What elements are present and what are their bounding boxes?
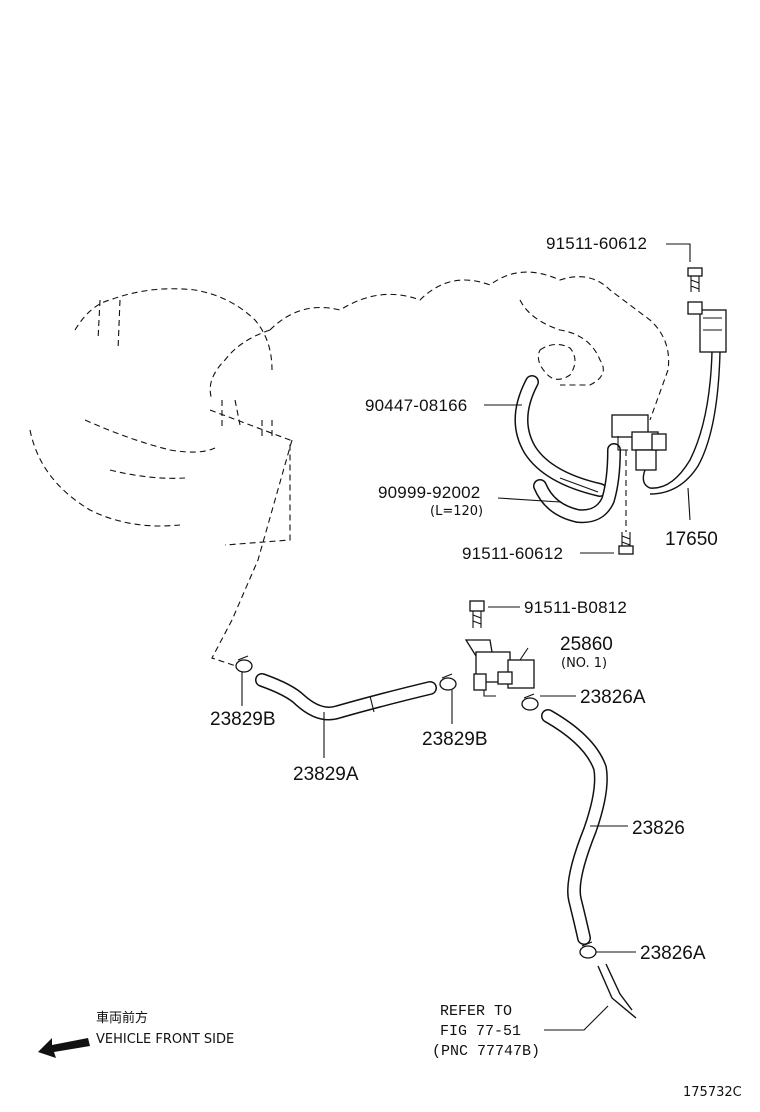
label-hose-a: 23829A [293, 764, 359, 785]
clamp-23826A-upper-icon [521, 693, 539, 711]
label-hose-main: 23826 [632, 818, 685, 839]
front-arrow-icon [38, 1038, 90, 1058]
leader-lines [241, 243, 691, 1031]
engine-outline [29, 271, 670, 669]
label-bolt-mid: 91511-60612 [462, 544, 563, 563]
label-hose-upper: 90447-08166 [365, 396, 467, 415]
label-hose-lower-length: (L=120) [430, 504, 483, 519]
hose-90447-08166 [514, 375, 607, 497]
pipe-lower [597, 963, 637, 1019]
label-bolt-top: 91511-60612 [546, 234, 647, 253]
label-harness: 17650 [665, 529, 718, 550]
figure-id: 175732C [683, 1085, 742, 1100]
hose-23826 [541, 709, 608, 945]
front-note-en: VEHICLE FRONT SIDE [96, 1032, 234, 1047]
refer-line2: FIG 77-51 [440, 1023, 521, 1040]
clamp-23829B-right-icon [439, 673, 457, 691]
bolt-top-icon [687, 267, 703, 292]
vsv-upper [611, 414, 667, 471]
front-note-jp: 車両前方 [96, 1010, 148, 1026]
label-vsv: 25860 [560, 634, 613, 655]
label-hose-lower: 90999-92002 [378, 483, 480, 502]
label-vsv-no: (NO. 1) [561, 656, 607, 671]
label-bolt-b: 91511-B0812 [524, 598, 627, 617]
bolt-mid-icon [618, 532, 634, 555]
label-clamp-a1: 23826A [580, 687, 646, 708]
refer-line3: (PNC 77747B) [432, 1043, 540, 1060]
label-clamp-b-right: 23829B [422, 729, 488, 750]
label-clamp-a2: 23826A [640, 943, 706, 964]
hose-23829A [255, 673, 437, 721]
bolt-b0812-icon [469, 600, 485, 628]
label-clamp-b-left: 23829B [210, 709, 276, 730]
refer-line1: REFER TO [440, 1003, 512, 1020]
clamp-23829B-left-icon [235, 655, 253, 673]
vsv-25860 [464, 639, 535, 697]
hose-90999-92002 [533, 443, 621, 524]
wire-harness-17650 [642, 301, 727, 495]
